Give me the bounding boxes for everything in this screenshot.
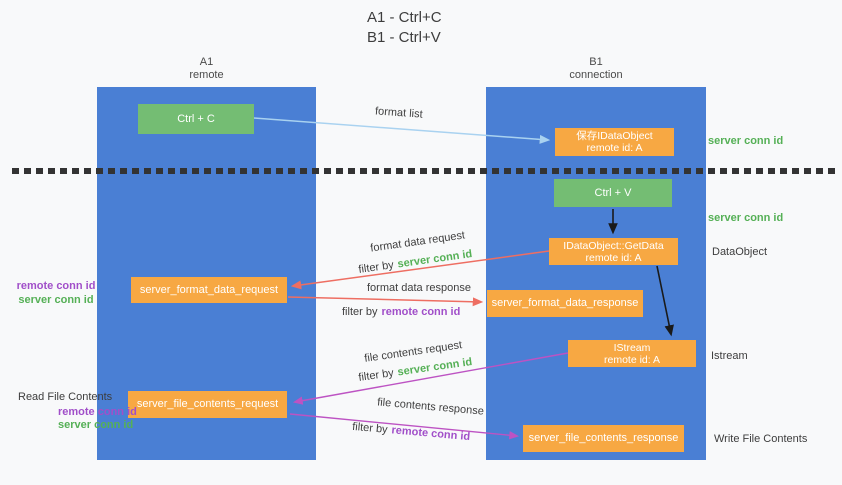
lane-header-b1: B1 connection (486, 56, 706, 82)
label-server-conn-id-2: server conn id (58, 419, 134, 431)
label-stack-format-ids: remote conn id server conn id (4, 279, 108, 307)
filter-key-remote-conn-id: remote conn id (381, 306, 461, 318)
filter-by-text: filter by (357, 259, 395, 276)
box-server-file-contents-response: server_file_contents_response (523, 425, 684, 452)
box-istream-line2: remote id: A (603, 353, 661, 366)
box-save-line1: 保存IDataObject (576, 130, 653, 142)
label-remote-conn-id-1: remote conn id (16, 280, 96, 292)
filter-by-text: filter by (357, 367, 395, 384)
filter-key-server-conn-id: server conn id (396, 248, 473, 271)
box-server-format-data-response: server_format_data_response (487, 290, 643, 317)
box-ctrl-v: Ctrl + V (554, 179, 672, 207)
box-idataobject-getdata: IDataObject::GetData remote id: A (549, 238, 678, 265)
diagram-title: A1 - Ctrl+C B1 - Ctrl+V (367, 8, 442, 48)
box-istream: IStream remote id: A (568, 340, 696, 367)
label-istream: Istream (711, 350, 748, 362)
box-save-line2: remote id: A (586, 142, 643, 154)
lane-a-role: remote (189, 69, 224, 81)
label-server-conn-id-top: server conn id (708, 135, 784, 147)
lane-b-role: connection (569, 69, 623, 81)
dotted-divider-line (12, 168, 836, 174)
filter-key-remote-conn-id: remote conn id (391, 424, 471, 444)
box-getdata-line1: IDataObject::GetData (563, 239, 664, 252)
lane-header-a1: A1 remote (97, 56, 316, 82)
label-format-list: format list (374, 105, 424, 121)
title-line-1: A1 - Ctrl+C (367, 9, 442, 26)
filter-by-text: filter by (342, 306, 378, 318)
label-server-conn-id-1: server conn id (18, 294, 94, 306)
label-stack-file-ids: remote conn id server conn id (58, 406, 137, 432)
filter-by-text: filter by (351, 420, 389, 436)
label-format-data-response: format data response (367, 282, 471, 294)
label-remote-conn-id-2: remote conn id (58, 406, 137, 418)
label-write-file-contents: Write File Contents (714, 433, 808, 445)
box-save-idataobject: 保存IDataObject remote id: A (555, 128, 674, 156)
box-getdata-line2: remote id: A (585, 251, 642, 264)
label-read-file-contents: Read File Contents (18, 391, 113, 403)
box-ctrl-c: Ctrl + C (138, 104, 254, 134)
box-istream-line1: IStream (613, 341, 651, 354)
lane-a-name: A1 (199, 56, 214, 68)
box-server-file-contents-request: server_file_contents_request (128, 391, 287, 418)
lane-b-name: B1 (589, 56, 603, 68)
filter-key-server-conn-id: server conn id (396, 356, 473, 379)
label-server-conn-id-mid: server conn id (708, 212, 784, 224)
label-file-contents-response: file contents response (376, 396, 485, 418)
arrow-format-data-response (287, 296, 484, 307)
label-dataobject: DataObject (712, 246, 768, 258)
box-server-format-data-request: server_format_data_request (131, 277, 287, 303)
title-line-2: B1 - Ctrl+V (367, 29, 441, 46)
